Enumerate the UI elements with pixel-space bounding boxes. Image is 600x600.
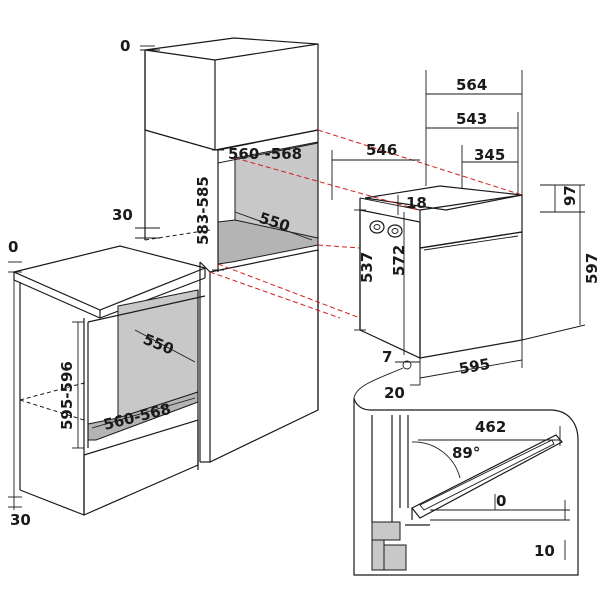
oven-top-step-label: 18	[406, 194, 427, 212]
detail-marker-icon	[402, 360, 412, 370]
oven-cabinet-depth-label: 546	[366, 141, 397, 159]
dimension-labels: 0 560 -568 583-585 550 30 0 595-596 550 …	[8, 37, 600, 560]
dimension-lines	[8, 45, 586, 510]
knob-icon	[387, 224, 403, 238]
oven-body-height-label: 537	[358, 252, 376, 283]
tall-opening-height-label: 583-585	[194, 176, 212, 245]
door-drop-label: 10	[534, 542, 555, 560]
door-gap-label: 0	[496, 492, 506, 510]
oven-front-height-label: 572	[390, 245, 408, 276]
under-base-offset-label: 30	[10, 511, 31, 529]
oven-body-depth-label: 543	[456, 110, 487, 128]
oven-width-label: 595	[458, 355, 492, 378]
oven-total-depth-label: 564	[456, 76, 487, 94]
door-length-label: 462	[475, 418, 506, 436]
under-opening-height-label: 595-596	[58, 361, 76, 430]
door-angle-label: 89°	[452, 444, 480, 462]
oven-inner-depth-label: 345	[474, 146, 505, 164]
tall-opening-width-label: 560 -568	[228, 145, 302, 163]
oven-total-height-label: 597	[583, 253, 600, 284]
undercounter-cabinet	[12, 245, 207, 516]
alignment-guides	[209, 129, 523, 319]
door-detail-inset	[353, 397, 579, 576]
tall-top-gap-label: 0	[120, 37, 130, 55]
tall-base-offset-label: 30	[112, 206, 133, 224]
oven-bottom-gap-label: 7	[382, 348, 392, 366]
knob-icon	[369, 220, 385, 234]
oven-unit	[359, 185, 523, 359]
oven-panel-height-label: 97	[561, 185, 579, 206]
under-top-gap-label: 0	[8, 238, 18, 256]
oven-side-gap-label: 20	[384, 384, 405, 402]
